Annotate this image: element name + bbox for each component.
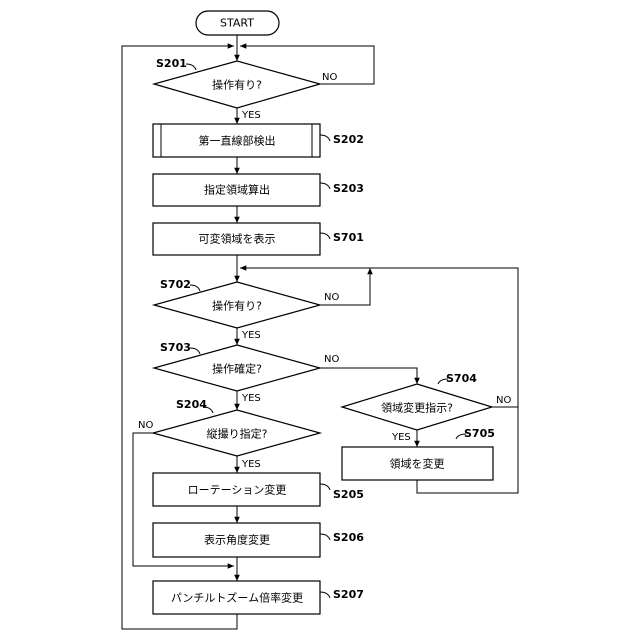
s703-text: 操作確定? bbox=[212, 362, 262, 376]
edge-label-s702-yes: YES bbox=[241, 330, 261, 341]
node-s202: 第一直線部検出 bbox=[153, 124, 320, 157]
label-s703: S703 bbox=[160, 341, 191, 354]
node-s205: ローテーション変更 bbox=[153, 473, 320, 506]
label-s204: S204 bbox=[176, 398, 207, 411]
s704-text: 領域変更指示? bbox=[381, 401, 453, 415]
label-s207: S207 bbox=[333, 588, 364, 601]
node-s704: 領域変更指示? bbox=[342, 384, 492, 430]
edge-label-s204-yes: YES bbox=[241, 459, 261, 470]
edge-s703-no bbox=[320, 368, 417, 384]
node-start: START bbox=[196, 11, 279, 35]
edge-s704-no bbox=[240, 268, 518, 407]
s701-text: 可変領域を表示 bbox=[199, 232, 276, 246]
s705-text: 領域を変更 bbox=[390, 457, 445, 471]
label-s704: S704 bbox=[446, 372, 477, 385]
label-s206: S206 bbox=[333, 531, 364, 544]
s205-text: ローテーション変更 bbox=[188, 483, 287, 497]
label-s701: S701 bbox=[333, 231, 364, 244]
s203-text: 指定領域算出 bbox=[204, 183, 270, 197]
start-label: START bbox=[220, 17, 254, 30]
label-s705: S705 bbox=[464, 427, 495, 440]
s206-text: 表示角度変更 bbox=[204, 533, 270, 547]
node-s204: 縦撮り指定? bbox=[153, 410, 320, 456]
s202-text: 第一直線部検出 bbox=[199, 134, 276, 148]
s207-text: パンチルトズーム倍率変更 bbox=[171, 591, 303, 605]
s204-text: 縦撮り指定? bbox=[207, 427, 268, 441]
edge-label-s201-no: NO bbox=[322, 72, 337, 83]
edge-label-s702-no: NO bbox=[324, 292, 339, 303]
edge-label-s703-yes: YES bbox=[241, 393, 261, 404]
edge-label-s204-no: NO bbox=[138, 420, 153, 431]
edge-label-s704-no: NO bbox=[496, 395, 511, 406]
edge-label-s704-yes: YES bbox=[391, 432, 411, 443]
label-s201: S201 bbox=[156, 57, 187, 70]
label-s205: S205 bbox=[333, 488, 364, 501]
node-s207: パンチルトズーム倍率変更 bbox=[153, 581, 320, 614]
node-s701: 可変領域を表示 bbox=[153, 223, 320, 255]
node-s705: 領域を変更 bbox=[342, 447, 493, 480]
s201-text: 操作有り? bbox=[212, 78, 262, 92]
edge-label-s201-yes: YES bbox=[241, 110, 261, 121]
label-s203: S203 bbox=[333, 182, 364, 195]
s702-text: 操作有り? bbox=[212, 299, 262, 313]
label-s702: S702 bbox=[160, 278, 191, 291]
label-s202: S202 bbox=[333, 133, 364, 146]
node-s206: 表示角度変更 bbox=[153, 523, 320, 557]
node-s203: 指定領域算出 bbox=[153, 174, 320, 206]
edge-label-s703-no: NO bbox=[324, 354, 339, 365]
